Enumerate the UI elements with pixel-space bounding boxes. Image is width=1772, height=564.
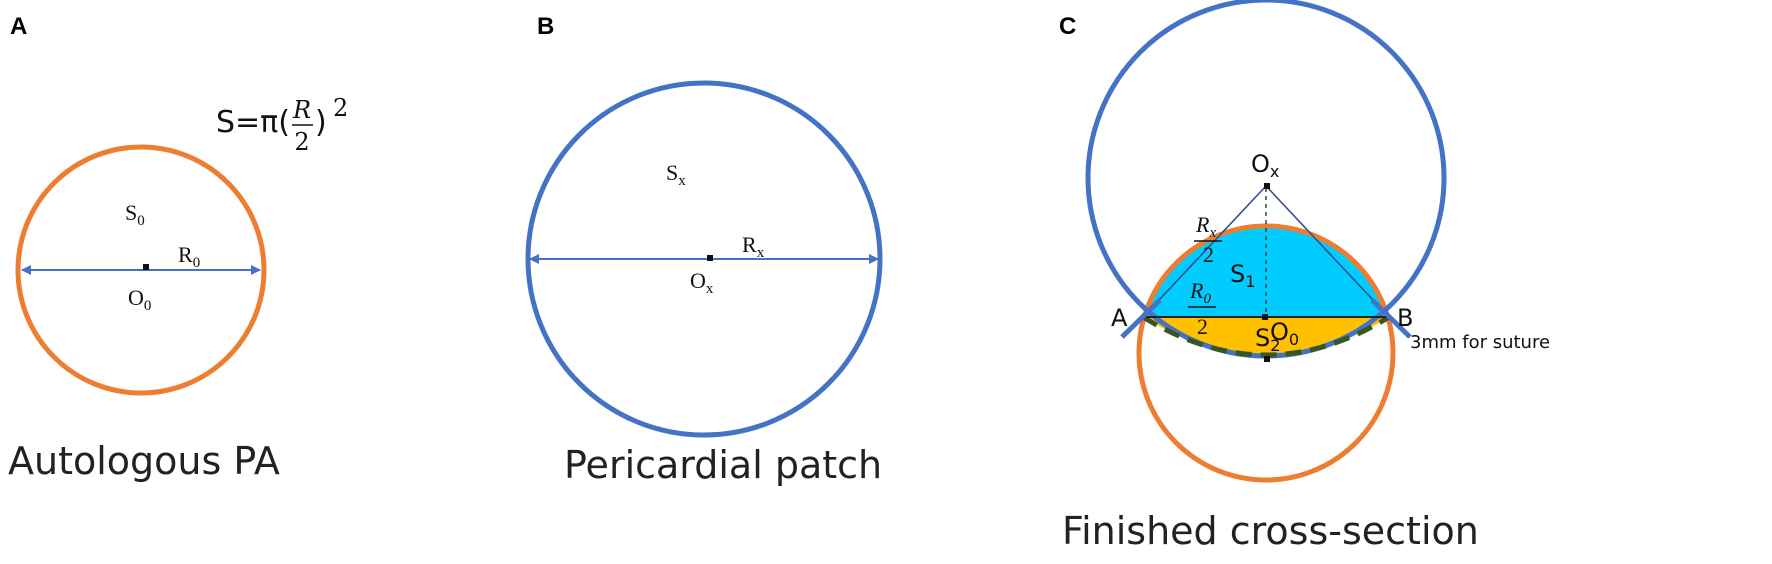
svg-text:R0: R0 [1189,278,1211,307]
panel-a: A S=π( R 2 ) 2 S0 R0 O0 Autologous PA [8,13,348,483]
pericardial-patch-circle [525,80,883,438]
svg-text:Rx: Rx [1195,212,1216,241]
area-formula: S=π( R 2 ) 2 [216,94,348,156]
center-label-ox: Ox [690,268,714,297]
radius-line-ox-b [1265,185,1390,318]
panel-c-letter: C [1059,13,1076,40]
radius-line-ox-a [1142,185,1267,318]
region-label-s1: S1 [1230,260,1255,291]
caption-finished-cross-section: Finished cross-section [1062,509,1479,553]
area-label-sx: Sx [666,160,686,189]
region-label-s2: S2 [1255,324,1280,355]
suture-note: 3mm for suture [1410,332,1550,353]
center-label-o0: O0 [128,285,151,314]
center-label-ox-c: Ox [1251,150,1279,181]
frac-x-numerator: R [1195,212,1210,237]
area-label-s0: S0 [125,200,145,229]
suture-dashed-arc [1141,314,1391,358]
point-label-a: A [1111,304,1128,332]
formula-numerator: R [292,96,311,124]
panel-b-letter: B [537,13,554,40]
arc-bottom-point [1264,356,1270,362]
fraction-r0-over-2: R0 2 [1188,278,1216,339]
formula-rhs: ) [315,105,327,140]
autologous-pa-circle [15,144,267,396]
center-label-o0-c: O0 [1270,318,1299,349]
frac-0-numerator: R [1189,278,1204,303]
caption-pericardial-patch: Pericardial patch [564,443,882,487]
frac-0-denominator: 2 [1197,314,1208,339]
panel-a-letter: A [10,13,27,40]
center-point-ox [1264,183,1270,189]
formula-exponent: 2 [333,94,348,122]
radius-label-r0: R0 [178,242,200,271]
center-point-b [707,255,713,261]
formula-denominator: 2 [294,128,309,156]
suture-extension-left [1120,298,1162,339]
fraction-rx-over-2: Rx 2 [1194,212,1222,267]
frac-x-denominator: 2 [1203,242,1214,267]
caption-autologous-pa: Autologous PA [8,439,280,483]
center-point-o0 [1262,314,1268,320]
formula-lhs: S=π( [216,105,290,140]
panel-c: C Ox O0 S1 S2 Rx 2 [1059,0,1550,553]
autologous-pa-circle-c [1136,223,1396,483]
radius-label-rx: Rx [742,232,765,261]
panel-b: B Sx Rx Ox Pericardial patch [525,13,883,487]
point-label-b: B [1397,304,1413,332]
suture-extension-right [1370,298,1412,339]
center-point-a [143,264,149,270]
